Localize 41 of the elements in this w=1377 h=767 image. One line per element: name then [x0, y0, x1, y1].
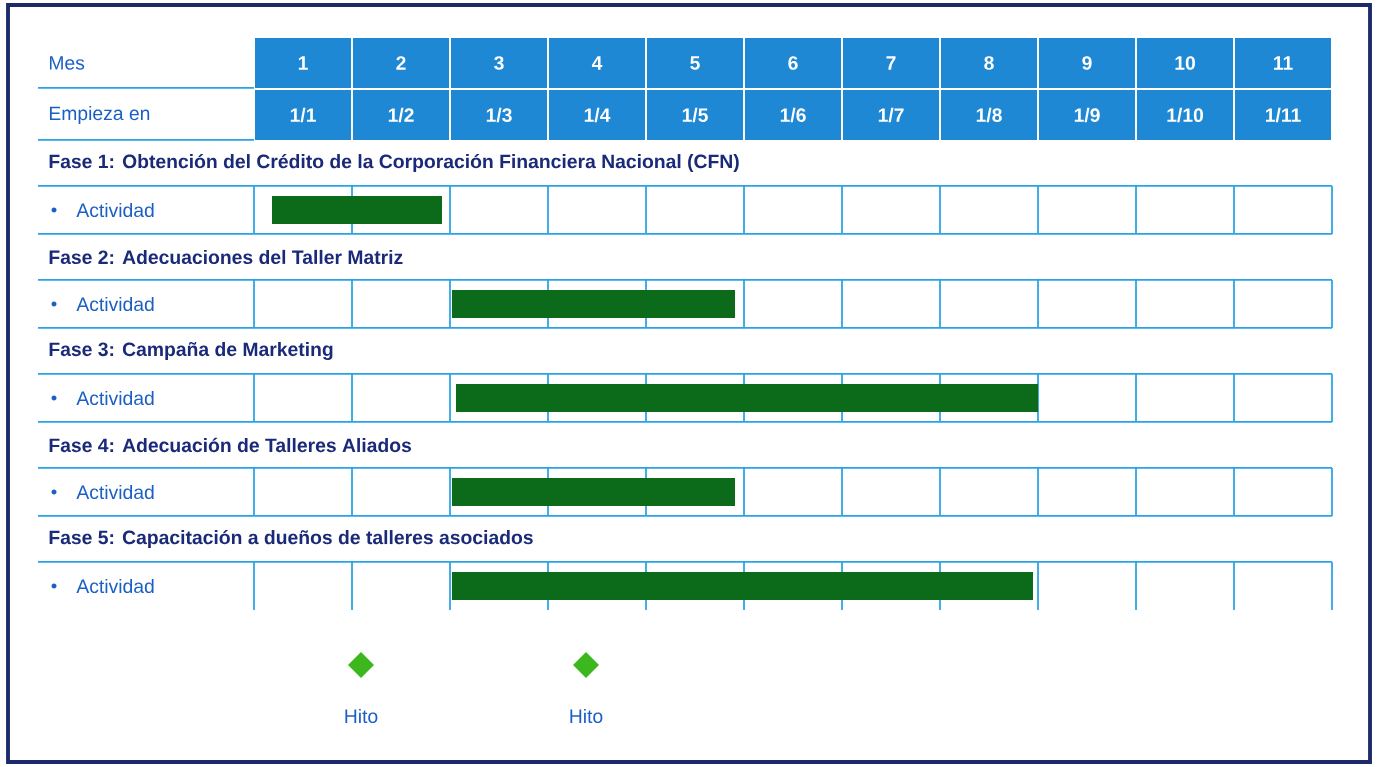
gantt-bar — [272, 196, 442, 224]
header-cell: 1/4 — [549, 90, 645, 140]
header-cell: 9 — [1039, 38, 1135, 88]
row-label: Actividad — [76, 390, 154, 406]
header-cell: 1/10 — [1137, 90, 1233, 140]
phase-heading: Fase 5: Capacitación a dueños de talleres asociados — [49, 529, 533, 549]
header-cell: 1/3 — [451, 90, 547, 140]
header-cell: 1/7 — [843, 90, 939, 140]
phase-heading: Fase 2: Adecuaciones del Taller Matriz — [49, 249, 403, 265]
header-cell: 1/6 — [745, 90, 841, 140]
header-cell: 8 — [941, 38, 1037, 88]
header-cell: 1/8 — [941, 90, 1037, 140]
header-cell: 4 — [549, 38, 645, 88]
header-cell: 2 — [353, 38, 449, 88]
header-cell: 1/1 — [255, 90, 351, 140]
header-cell: 1/11 — [1235, 90, 1331, 140]
header-cell: 11 — [1235, 38, 1331, 88]
gantt-bar — [452, 290, 735, 318]
row-label: Actividad — [76, 484, 154, 500]
phase-heading: Fase 1: Obtención del Crédito de la Corporación Financiera Nacional (CFN) — [49, 153, 739, 173]
header-cell: 3 — [451, 38, 547, 88]
header-cell: 10 — [1137, 38, 1233, 88]
row-label: Mes — [49, 56, 85, 70]
phase-heading: Fase 3: Campaña de Marketing — [49, 341, 333, 361]
row-label: Actividad — [76, 578, 154, 594]
milestone-label: Hito — [570, 708, 603, 724]
gantt-bar — [456, 384, 1038, 412]
header-cell: 1 — [255, 38, 351, 88]
phase-heading: Fase 4: Adecuación de Talleres Aliados — [49, 437, 411, 453]
header-cell: 1/9 — [1039, 90, 1135, 140]
header-cell: 5 — [647, 38, 743, 88]
row-label: Actividad — [76, 296, 154, 312]
header-cell: 1/5 — [647, 90, 743, 140]
gantt-bar — [452, 478, 735, 506]
header-cell: 1/2 — [353, 90, 449, 140]
header-cell: 6 — [745, 38, 841, 88]
row-label: Actividad — [76, 202, 154, 218]
milestone-label: Hito — [345, 708, 378, 724]
row-label: Empieza en — [49, 106, 150, 124]
header-cell: 7 — [843, 38, 939, 88]
gantt-bar — [452, 572, 1033, 600]
